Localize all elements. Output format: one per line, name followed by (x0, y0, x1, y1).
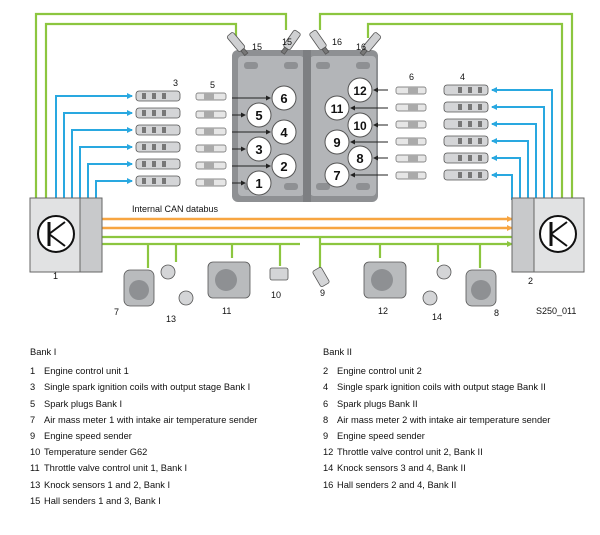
bank2-ignition-coils (443, 84, 489, 181)
callout-5: 5 (210, 80, 215, 90)
callout-1: 1 (53, 271, 58, 281)
bank1-plug-arrows (232, 95, 271, 186)
svg-text:8: 8 (356, 151, 363, 166)
bank1-ignition-coils (135, 90, 181, 187)
cylinder-11: 11 (324, 95, 350, 121)
cylinder-7: 7 (324, 162, 350, 188)
svg-text:10: 10 (353, 119, 367, 133)
cylinder-9: 9 (324, 129, 350, 155)
svg-text:7: 7 (333, 168, 340, 183)
air-mass-meter-2 (465, 269, 497, 307)
air-mass-meter-1 (123, 269, 155, 307)
callout-8: 8 (494, 308, 499, 318)
callout-13: 13 (166, 314, 176, 324)
cylinder-5: 5 (246, 102, 272, 128)
throttle-valve-unit-1 (207, 261, 251, 299)
callout-9: 9 (320, 288, 325, 298)
svg-text:1: 1 (255, 176, 262, 191)
svg-text:5: 5 (255, 108, 262, 123)
cylinder-12: 12 (347, 77, 373, 103)
temperature-sender-g62 (269, 267, 289, 281)
knock-sensors-bank2 (422, 264, 452, 306)
svg-text:6: 6 (280, 91, 287, 106)
cylinder-10: 10 (347, 112, 373, 138)
sensor-wiring (97, 234, 513, 268)
bank2-coil-wiring (491, 87, 553, 200)
callout-10: 10 (271, 290, 281, 300)
engine-management-diagram: 6 5 4 3 2 1 12 11 10 9 8 7 (29, 12, 585, 324)
cylinder-4: 4 (271, 119, 297, 145)
callout-6: 6 (409, 72, 414, 82)
callout-14: 14 (432, 312, 442, 322)
bank1-coil-wiring (55, 93, 133, 200)
figure-id: S250_011 (536, 306, 576, 316)
bank2-plug-arrows (350, 87, 388, 178)
engine-control-unit-1 (29, 197, 103, 273)
cylinder-1: 1 (246, 170, 272, 196)
svg-text:11: 11 (331, 102, 344, 116)
bank2-spark-plugs (395, 86, 427, 180)
callout-numbers: 15 15 16 16 3 5 6 4 1 2 7 13 11 10 9 12 … (53, 37, 576, 324)
callout-16a: 16 (332, 37, 342, 47)
throttle-valve-unit-2 (363, 261, 407, 299)
svg-text:2: 2 (280, 159, 287, 174)
svg-text:12: 12 (353, 84, 367, 98)
legend-bank1-title: Bank I (30, 347, 57, 357)
callout-4: 4 (460, 72, 465, 82)
svg-text:3: 3 (255, 142, 262, 157)
hall-sender-wiring (33, 12, 575, 205)
svg-text:9: 9 (333, 135, 340, 150)
cylinder-2: 2 (271, 153, 297, 179)
svg-text:4: 4 (280, 125, 288, 140)
callout-7: 7 (114, 307, 119, 317)
can-bus: Internal CAN databus (97, 204, 513, 231)
callout-16b: 16 (356, 42, 366, 52)
callout-15a: 15 (252, 42, 262, 52)
callout-12: 12 (378, 306, 388, 316)
callout-11: 11 (222, 306, 231, 316)
can-bus-label: Internal CAN databus (132, 204, 219, 214)
legend-bank2-title: Bank II (323, 347, 352, 357)
callout-3: 3 (173, 78, 178, 88)
knock-sensors-bank1 (160, 264, 194, 306)
callout-15b: 15 (282, 37, 292, 47)
engine-speed-sender (312, 267, 330, 287)
cylinder-3: 3 (246, 136, 272, 162)
engine-control-unit-2 (511, 197, 585, 273)
callout-2: 2 (528, 276, 533, 286)
hall-senders (226, 29, 382, 57)
cylinder-6: 6 (271, 85, 297, 111)
bank1-spark-plugs (195, 92, 227, 187)
cylinder-8: 8 (347, 145, 373, 171)
